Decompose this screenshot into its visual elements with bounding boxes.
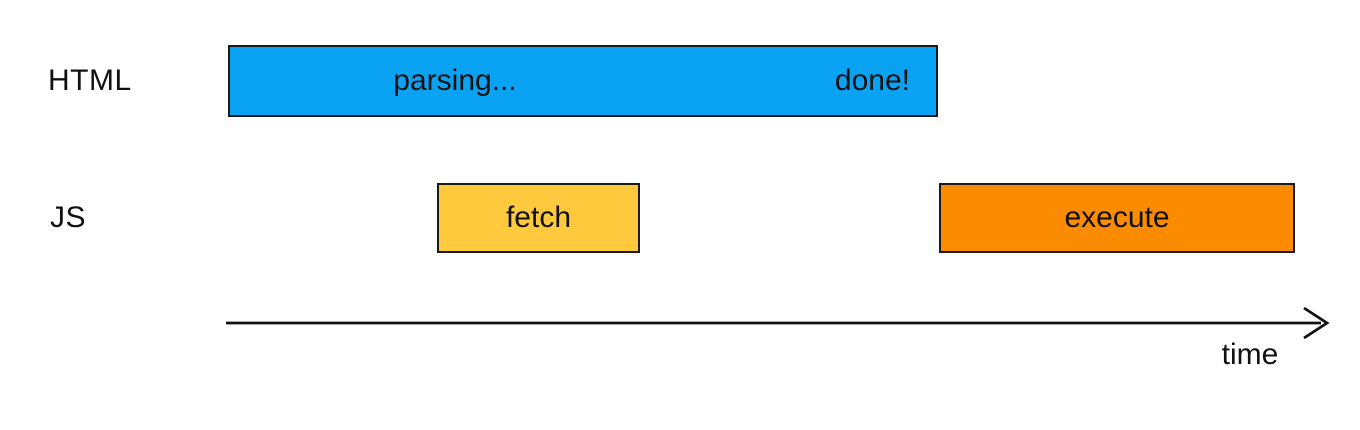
row-label-html: HTML [48, 64, 132, 97]
time-axis-arrow-icon [226, 306, 1330, 340]
execute-label: execute [1064, 201, 1170, 234]
row-label-js: JS [50, 201, 87, 234]
html-parsing-bar: parsing... done! [228, 45, 938, 117]
js-fetch-bar: fetch [437, 183, 640, 253]
time-axis-label: time [1221, 338, 1279, 371]
done-label: done! [834, 64, 910, 97]
js-execute-bar: execute [939, 183, 1295, 253]
parsing-label: parsing... [393, 64, 517, 97]
fetch-label: fetch [505, 201, 572, 234]
